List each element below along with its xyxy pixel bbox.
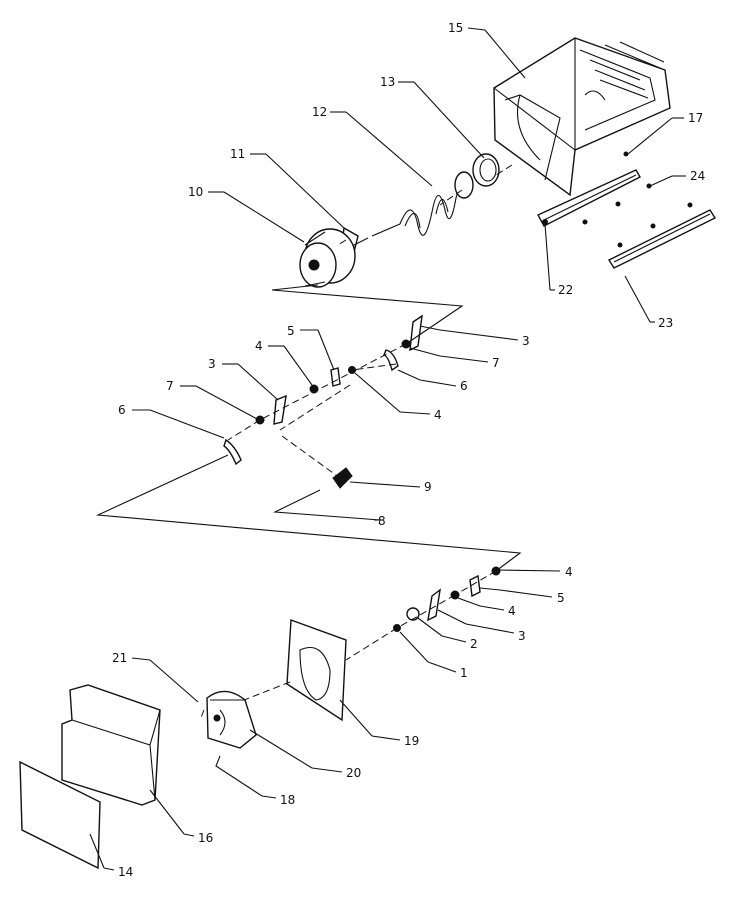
callout-23: 23 <box>624 275 673 330</box>
callout-3-left: 3 <box>208 357 279 401</box>
callout-21: 21 <box>112 651 199 703</box>
callout-14: 14 <box>89 833 133 879</box>
callout-label-16: 16 <box>198 831 213 845</box>
callout-label-9: 9 <box>424 480 432 494</box>
callout-label-19: 19 <box>404 734 419 748</box>
callout-label-3-lower: 3 <box>518 629 526 643</box>
callout-22: 22 <box>544 223 573 297</box>
callout-19: 19 <box>339 699 419 748</box>
callout-4-left: 4 <box>255 339 313 386</box>
part-12-auger-spring <box>371 171 474 237</box>
lower-hardware <box>393 566 501 632</box>
callout-5-middle: 5 <box>287 324 335 371</box>
callout-label-11: 11 <box>230 147 245 161</box>
callout-label-21: 21 <box>112 651 127 665</box>
part-15-ice-bin <box>493 37 671 197</box>
callout-6-right: 6 <box>397 369 468 393</box>
callout-11: 11 <box>230 147 345 229</box>
callout-15: 15 <box>448 21 526 79</box>
part-13-ring <box>472 153 500 187</box>
part-14-panel <box>19 760 101 870</box>
callout-4-middle: 4 <box>354 372 442 422</box>
callout-label-6-left: 6 <box>118 403 126 417</box>
callout-4-lower: 4 <box>457 597 516 618</box>
part-22-rail <box>537 169 641 227</box>
callout-7-left: 7 <box>166 379 258 420</box>
screws <box>582 151 693 248</box>
callout-label-23: 23 <box>658 316 673 330</box>
callout-label-2: 2 <box>470 637 478 651</box>
callout-label-20: 20 <box>346 766 361 780</box>
callout-2: 2 <box>417 617 478 651</box>
callout-label-13: 13 <box>380 75 395 89</box>
callout-5-lower: 5 <box>479 587 565 605</box>
part-19-plate <box>286 619 347 722</box>
callout-1: 1 <box>399 631 468 680</box>
callout-13: 13 <box>380 75 485 159</box>
part-16-cover <box>61 684 161 806</box>
callout-3-top: 3 <box>419 325 530 348</box>
callout-label-4-left: 4 <box>255 339 263 353</box>
callout-6-left: 6 <box>118 403 225 439</box>
callout-label-6-right: 6 <box>460 379 468 393</box>
callout-20: 20 <box>249 729 361 780</box>
part-23-rail <box>607 209 717 269</box>
callout-label-4-middle: 4 <box>434 408 442 422</box>
callout-label-15: 15 <box>448 21 463 35</box>
callout-17: 17 <box>627 111 703 155</box>
part-10-drum <box>299 228 356 288</box>
part-20-housing <box>206 690 257 749</box>
callout-label-14: 14 <box>118 865 133 879</box>
callout-label-8: 8 <box>378 514 386 528</box>
callout-label-10: 10 <box>188 185 203 199</box>
callout-label-22: 22 <box>558 283 573 297</box>
callout-18: 18 <box>215 755 295 807</box>
callout-7-right: 7 <box>409 347 500 370</box>
callout-16: 16 <box>149 789 213 845</box>
callout-label-4-lower: 4 <box>508 604 516 618</box>
callout-label-18: 18 <box>280 793 295 807</box>
callout-label-12: 12 <box>312 105 327 119</box>
callout-12: 12 <box>312 105 433 187</box>
callout-8: 8 <box>374 514 386 528</box>
callout-label-5-lower: 5 <box>557 591 565 605</box>
callout-10: 10 <box>188 185 305 243</box>
callout-label-3-left: 3 <box>208 357 216 371</box>
callout-label-3-top: 3 <box>522 334 530 348</box>
callouts: 15 13 12 11 10 17 <box>89 21 705 879</box>
callout-label-24: 24 <box>690 169 705 183</box>
callout-label-1: 1 <box>460 666 468 680</box>
center-lines <box>95 164 522 721</box>
callout-label-7-left: 7 <box>166 379 174 393</box>
callout-label-17: 17 <box>688 111 703 125</box>
callout-3-lower: 3 <box>437 609 526 643</box>
callout-4-lower-top: 4 <box>497 565 573 579</box>
callout-label-7-right: 7 <box>492 356 500 370</box>
callout-9: 9 <box>349 480 432 494</box>
callout-label-4-lower-top: 4 <box>565 565 573 579</box>
callout-24: 24 <box>649 169 705 187</box>
callout-label-5-middle: 5 <box>287 324 295 338</box>
